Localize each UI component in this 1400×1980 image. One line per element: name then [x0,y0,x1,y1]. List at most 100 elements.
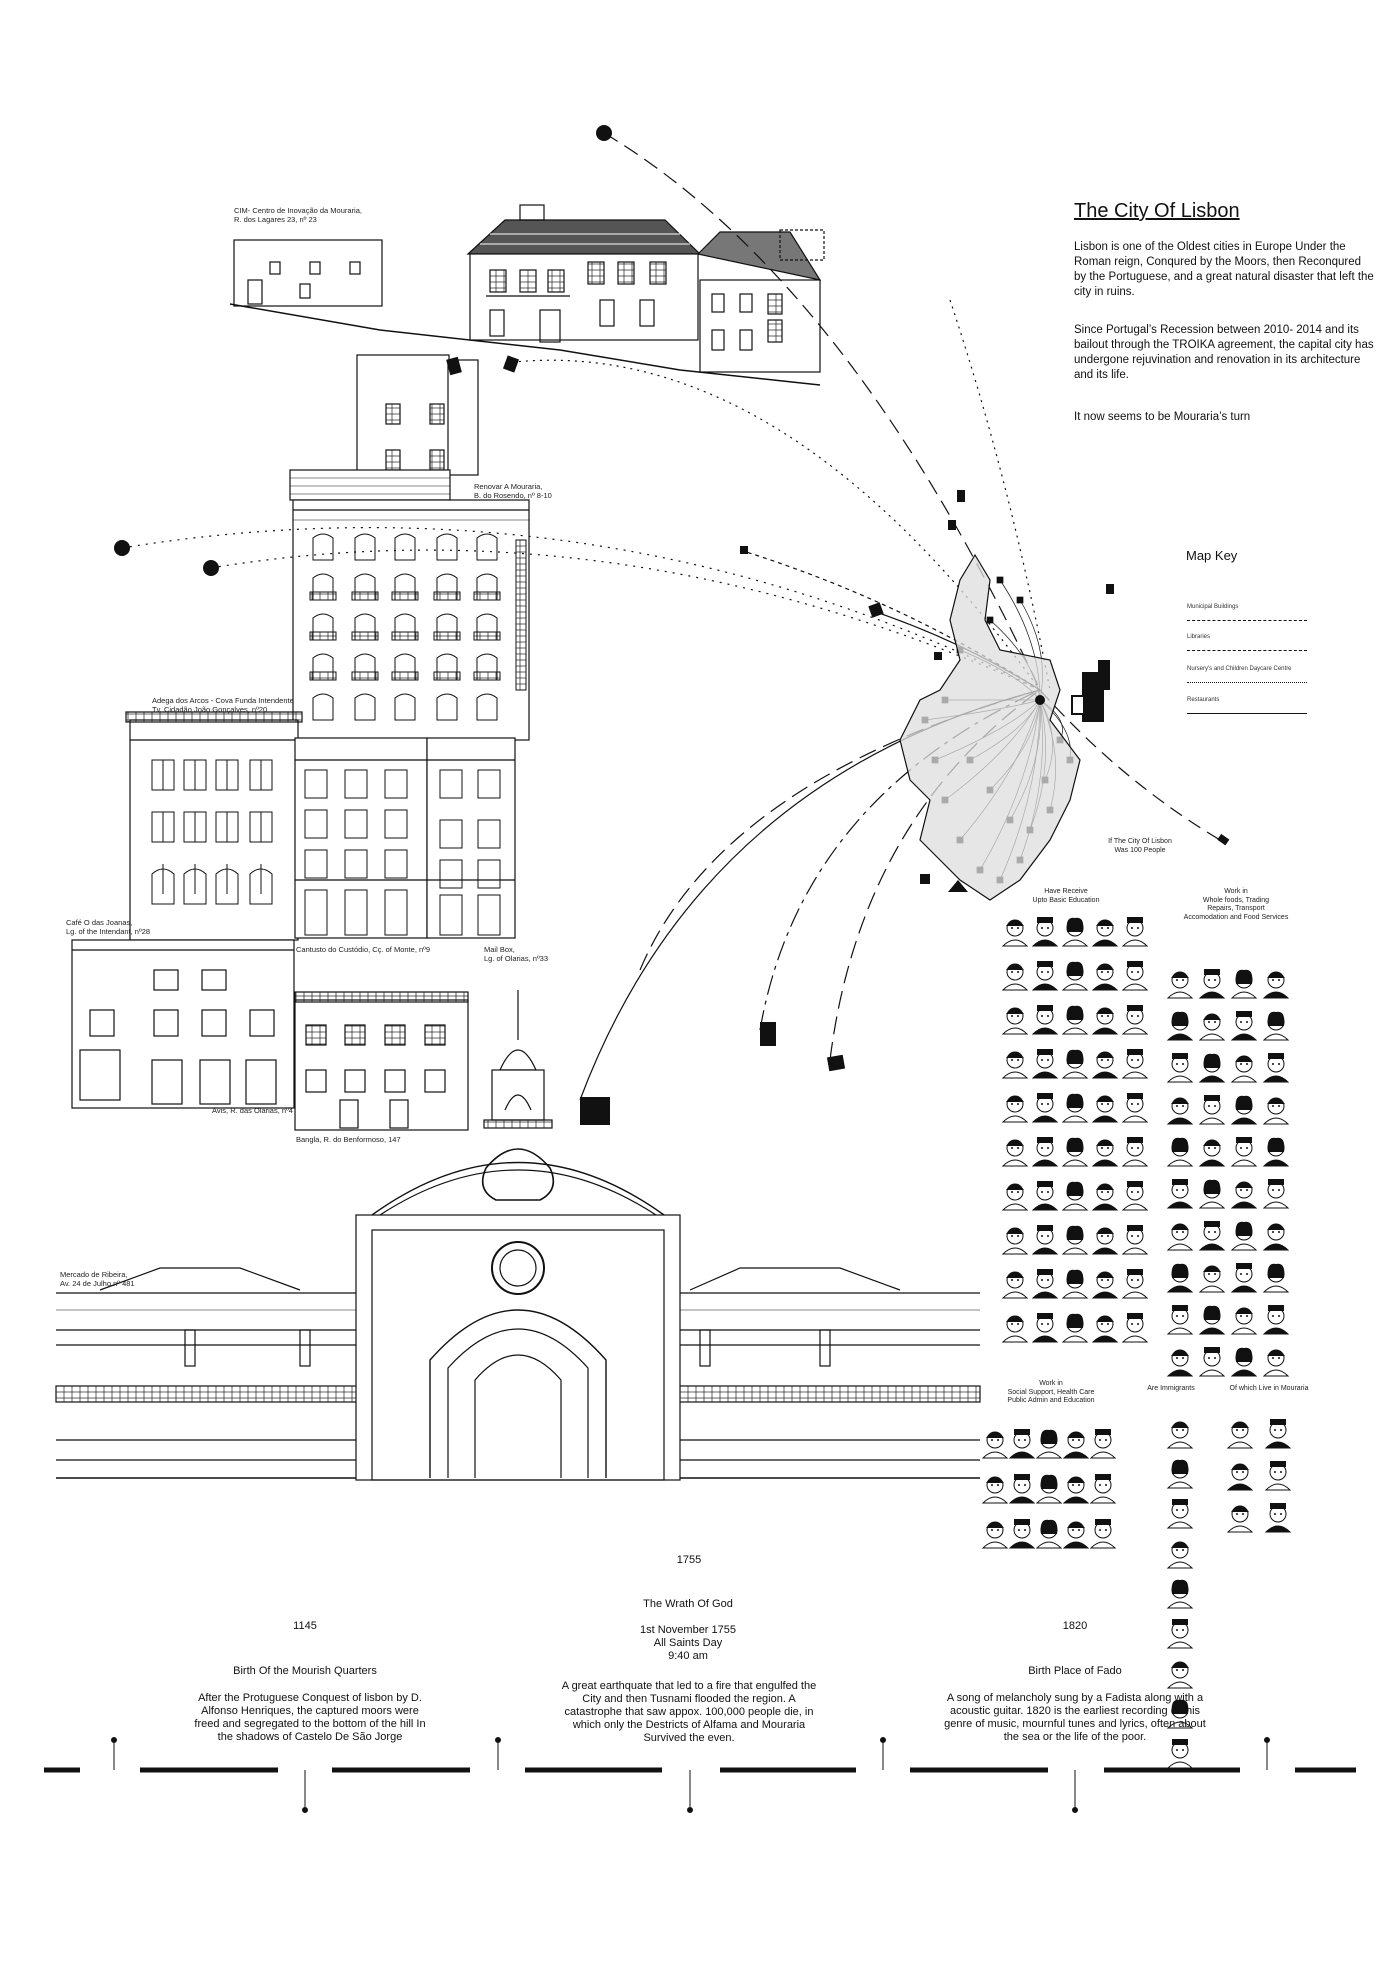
person-icon [1001,1007,1029,1035]
person-icon [1035,1429,1063,1459]
person-icon [1091,963,1119,991]
balcony [473,671,501,681]
door [304,889,328,936]
door [439,894,463,936]
person-icon [1166,1699,1194,1729]
window [436,653,458,681]
person-icon [1121,1049,1149,1079]
tall-building-windows [309,533,527,721]
person-icon [1091,1227,1119,1255]
person-icon [1166,1541,1194,1569]
person-icon [1230,1307,1258,1335]
window [151,868,175,905]
person-icon [1166,1661,1194,1689]
person-icon [1091,1271,1119,1299]
person-icon [1121,1137,1149,1167]
mouraria-district-shape [899,553,1081,901]
person-icon [1062,1431,1090,1459]
person-icon [1031,1269,1059,1299]
radial-marker [1016,596,1024,604]
window [439,859,463,889]
person-icon [1061,1005,1089,1035]
window [312,613,334,641]
person-icon [1166,1305,1194,1335]
person-icon [1226,1505,1254,1533]
map-key-item-libraries: Libraries [1187,634,1211,640]
person-icon [1031,1313,1059,1343]
person-icon [1166,1097,1194,1125]
radial-marker [996,576,1004,584]
person-icon [1230,1011,1258,1041]
balcony [473,631,501,641]
label-cafe: Café O das Joanas, Lg. of the Intendant,… [66,918,151,936]
person-icon [1031,1093,1059,1123]
person-icon [1031,961,1059,991]
window [312,533,334,561]
person-icon [1198,1221,1226,1251]
label-adega: Adega dos Arcos - Cova Funda Intendente … [152,696,294,714]
window [249,868,273,905]
person-icon [1001,1271,1029,1299]
person-icon [1061,1225,1089,1255]
window [384,769,408,799]
map-key-line-nursery [1187,682,1307,683]
bangla-building [294,991,469,1131]
person-icon [1262,1179,1290,1209]
timeline-text-1755: A great earthquate that led to a fire th… [561,1680,817,1744]
window [344,849,368,879]
person-icon [1031,1137,1059,1167]
adega-windows [151,759,273,905]
person-icon [1091,1051,1119,1079]
door [384,889,408,936]
adega-building [125,711,303,941]
label-mailbox: Mail Box, Lg. of Olarias, nº33 [484,945,549,963]
timeline-title-1145: Birth Of the Mourish Quarters [233,1665,377,1677]
person-icon [1089,1429,1117,1459]
person-icon [1166,1459,1194,1489]
timeline-title-1755: The Wrath Of God [643,1598,733,1610]
balcony [309,591,337,601]
person-icon [1226,1421,1254,1449]
person-icon [981,1476,1009,1504]
window [384,849,408,879]
window [476,653,498,681]
balcony [309,671,337,681]
window [436,613,458,641]
person-icon [1061,1093,1089,1123]
group-label-mouraria: Of which Live in Mouraria [1229,1385,1309,1392]
person-icon [1230,969,1258,999]
small-markers [446,355,1230,1125]
intro-paragraph-3: It now seems to be Mouraria’s turn [1074,411,1251,423]
window [436,693,458,721]
person-icon [1226,1463,1254,1491]
window [477,819,501,849]
window [436,533,458,561]
person-icon [1230,1055,1258,1083]
marker-dots [114,125,1045,705]
group-label-trade: Work in Whole foods, Trading Repairs, Tr… [1183,888,1289,921]
window [304,769,328,799]
middle-building-windows [304,769,501,936]
person-icon [1262,1305,1290,1335]
person-icon [1008,1429,1036,1459]
person-icon [1061,917,1089,947]
cafe-building [71,939,295,1109]
person-icon [1166,1421,1194,1449]
person-icon [1001,1183,1029,1211]
person-icon [1230,1347,1258,1377]
window [436,573,458,601]
person-icon [1198,1013,1226,1041]
map-key-item-municipal: Municipal Buildings [1187,604,1239,610]
person-icon [1262,1349,1290,1377]
person-icon [1091,1095,1119,1123]
window [354,613,376,641]
person-icon [1166,1263,1194,1293]
person-icon [1262,1263,1290,1293]
window [477,769,501,799]
person-icon [1198,1139,1226,1167]
person-icon [1091,1183,1119,1211]
person-icon [981,1521,1009,1549]
map-key-title: Map Key [1186,548,1238,563]
window [477,859,501,889]
person-icon [1166,1053,1194,1083]
